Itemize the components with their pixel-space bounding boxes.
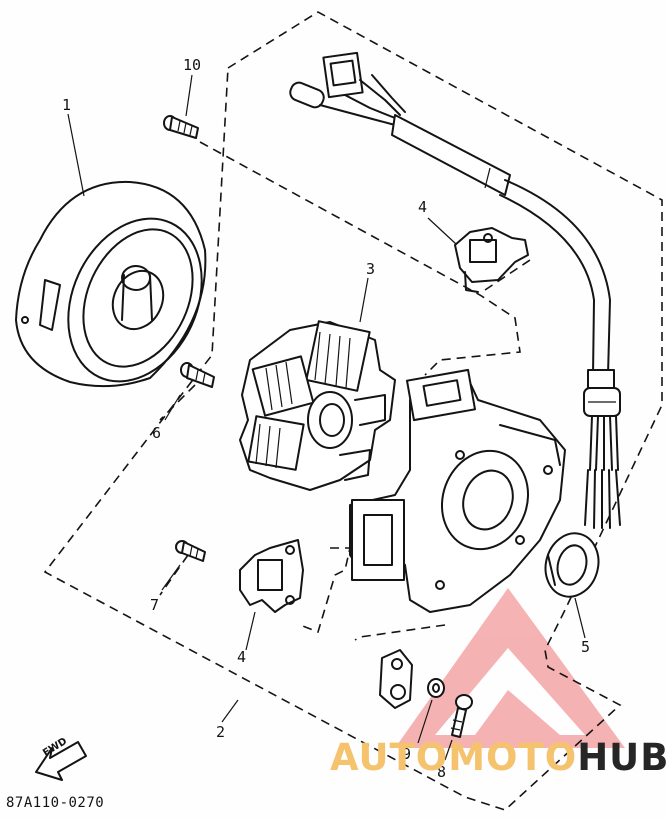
clamp: [379, 649, 413, 709]
pickup-coil-lower: [239, 539, 304, 651]
watermark-part1: AUTO: [330, 736, 449, 779]
part-code: 87A110-0270: [6, 795, 105, 811]
watermark-logo: [395, 588, 625, 748]
screw-6: [164, 362, 215, 421]
base-plate: [349, 368, 566, 613]
assembly-outline: [43, 11, 663, 811]
callout-9: 9: [402, 745, 412, 763]
callout-3: 3: [366, 260, 376, 278]
watermark-part3: HUB: [577, 736, 666, 779]
callout-10: 10: [183, 56, 202, 74]
callout-4-upper: 4: [418, 198, 428, 216]
callout-7: 7: [150, 596, 160, 614]
washer-9: [417, 678, 445, 744]
screw-8: [444, 694, 473, 761]
leader-2: [221, 699, 239, 723]
oil-seal: [544, 532, 600, 639]
callout-6: 6: [152, 424, 162, 442]
flywheel-rotor: [15, 113, 207, 388]
watermark-part2: MOTO: [448, 736, 578, 779]
callout-8: 8: [437, 763, 447, 781]
stator-coil: [239, 277, 396, 491]
screw-10: [163, 74, 199, 139]
screw-7: [161, 540, 206, 591]
fwd-arrow: [35, 741, 87, 781]
callout-1: 1: [62, 96, 72, 114]
wire-harness: [289, 51, 621, 529]
callout-5: 5: [581, 638, 591, 656]
watermark-text: AUTOMOTOHUB: [330, 736, 666, 779]
callout-4-lower: 4: [237, 648, 247, 666]
callout-2: 2: [216, 723, 226, 741]
pickup-coil-upper: [427, 217, 529, 293]
